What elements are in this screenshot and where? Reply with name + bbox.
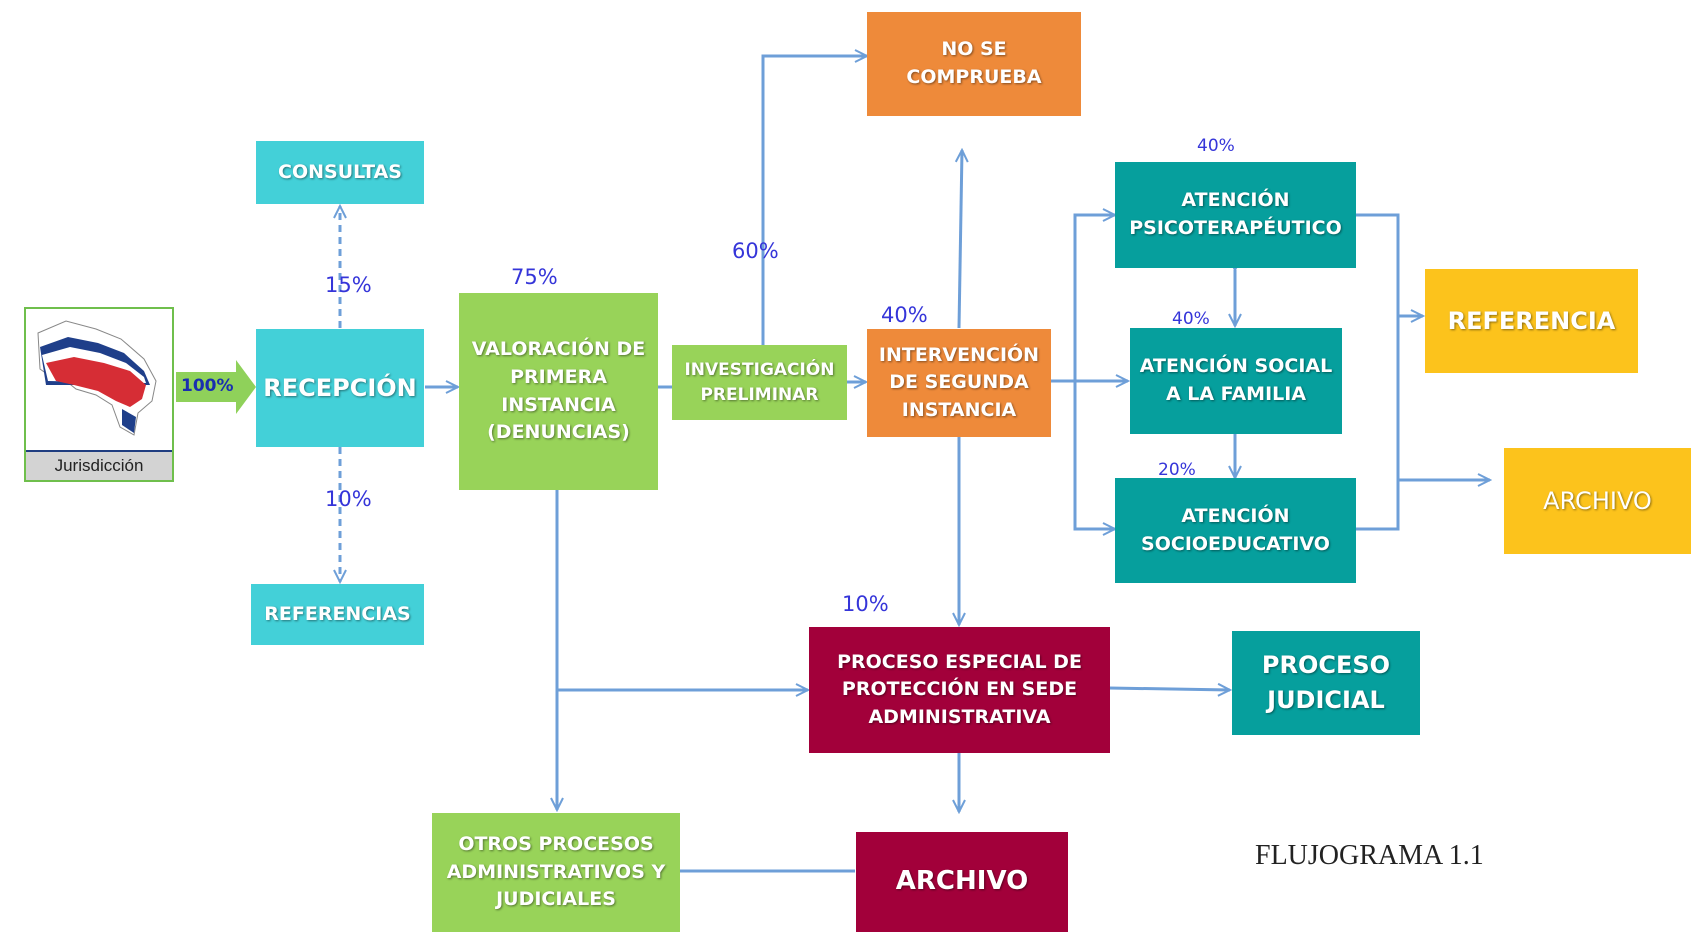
jurisdiction-map-card: Jurisdicción <box>24 307 174 482</box>
node-archivo-crimson: ARCHIVO <box>856 832 1068 932</box>
node-otros-procesos: OTROS PROCESOS ADMINISTRATIVOS Y JUDICIA… <box>432 813 680 932</box>
node-intervencion: INTERVENCIÓN DE SEGUNDA INSTANCIA <box>867 329 1051 437</box>
arrow-investigacion-nosecomprueba <box>761 56 867 345</box>
jurisdiction-label: Jurisdicción <box>26 450 172 480</box>
node-archivo-yellow: ARCHIVO <box>1504 448 1691 554</box>
arrow-to-psico <box>1073 215 1115 381</box>
node-referencias: REFERENCIAS <box>251 584 424 645</box>
percent-social: 40% <box>1172 309 1210 329</box>
node-investigacion: INVESTIGACIÓN PRELIMINAR <box>672 345 847 420</box>
percent-no-se-comprueba: 60% <box>732 239 779 263</box>
arrow-intervencion-up <box>959 150 962 329</box>
caption: FLUJOGRAMA 1.1 <box>1255 840 1484 871</box>
node-atencion-psicoterapeutico: ATENCIÓN PSICOTERAPÉUTICO <box>1115 162 1356 268</box>
percent-entry: 100% <box>181 376 234 396</box>
node-valoracion: VALORACIÓN DE PRIMERA INSTANCIA (DENUNCI… <box>459 293 658 490</box>
percent-valoracion: 75% <box>511 265 558 289</box>
arrow-proceso-judicial <box>1108 688 1230 690</box>
percent-socioedu: 20% <box>1158 460 1196 480</box>
percent-psico: 40% <box>1197 136 1235 156</box>
node-proceso-judicial: PROCESO JUDICIAL <box>1232 631 1420 735</box>
node-atencion-social: ATENCIÓN SOCIAL A LA FAMILIA <box>1130 328 1342 434</box>
percent-referencias: 10% <box>325 487 372 511</box>
percent-proceso-especial: 10% <box>842 592 889 616</box>
node-no-se-comprueba: NO SE COMPRUEBA <box>867 12 1081 116</box>
arrow-to-socioedu <box>1073 381 1115 529</box>
node-referencia: REFERENCIA <box>1425 269 1638 373</box>
percent-consultas: 15% <box>325 273 372 297</box>
node-consultas: CONSULTAS <box>256 141 424 204</box>
costa-rica-map-icon <box>37 320 157 436</box>
entry-arrow <box>176 360 256 414</box>
node-recepcion: RECEPCIÓN <box>256 329 424 447</box>
node-atencion-socioeducativo: ATENCIÓN SOCIOEDUCATIVO <box>1115 478 1356 583</box>
node-proceso-especial: PROCESO ESPECIAL DE PROTECCIÓN EN SEDE A… <box>809 627 1110 753</box>
percent-intervencion: 40% <box>881 303 928 327</box>
line-psico-right <box>1356 213 1400 531</box>
